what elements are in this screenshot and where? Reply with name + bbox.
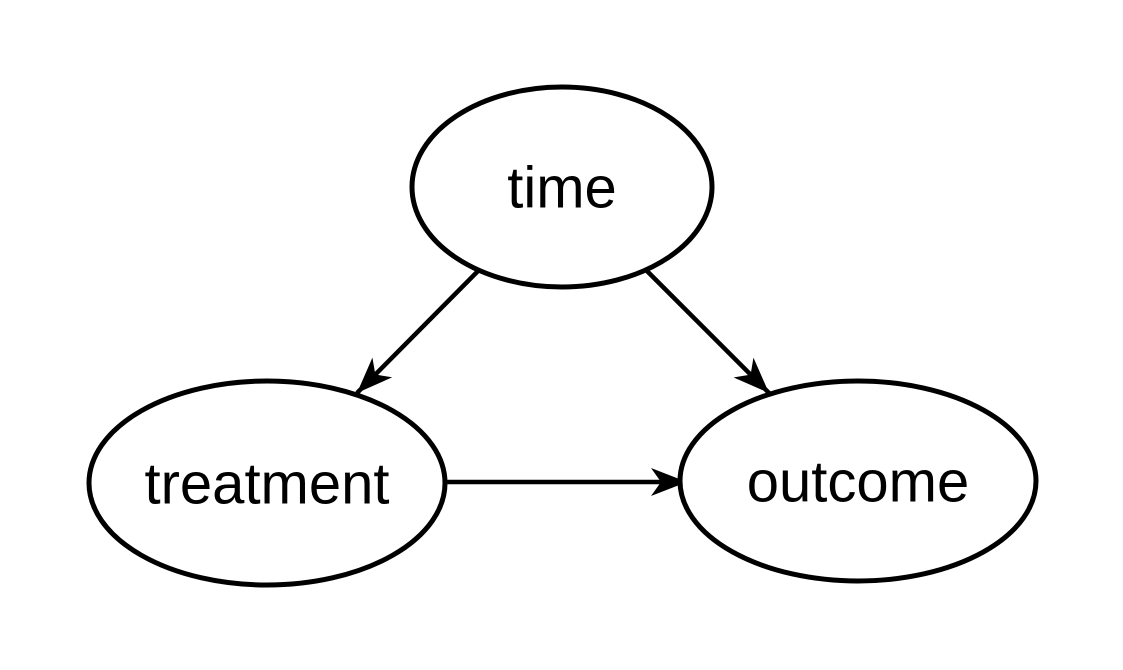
node-outcome-label: outcome [747,449,969,514]
node-treatment-label: treatment [145,451,390,516]
node-outcome: outcome [677,378,1039,584]
node-treatment: treatment [86,378,448,588]
node-time: time [409,84,715,290]
node-time-ellipse [409,84,715,290]
node-treatment-ellipse [86,378,448,588]
edge-time-outcome [644,268,771,395]
node-outcome-ellipse [677,378,1039,584]
edge-time-treatment [355,268,481,395]
node-time-label: time [507,155,617,220]
